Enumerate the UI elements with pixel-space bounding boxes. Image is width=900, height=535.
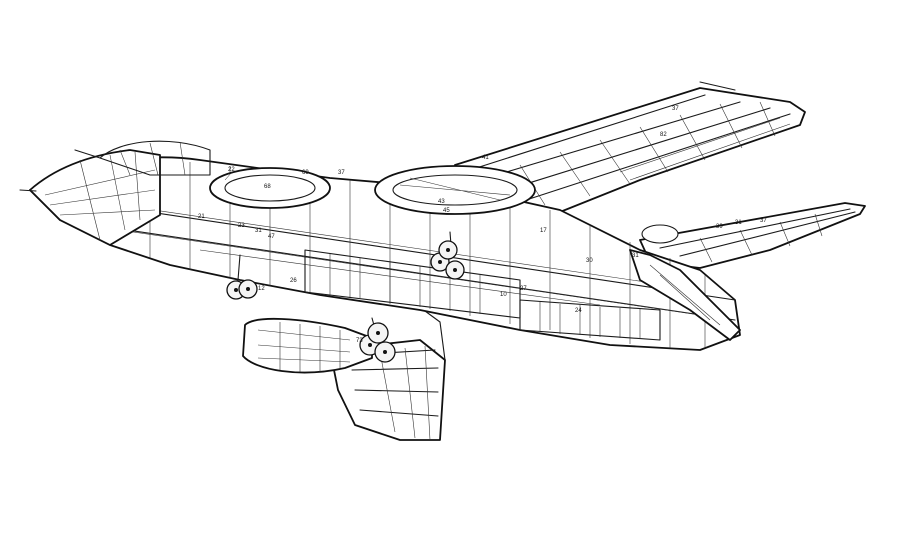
tailplane [639,202,866,269]
callout-label: 31 [632,253,639,259]
callout-label: 10 [500,292,507,298]
port-wing [329,299,446,441]
nose-section [19,140,211,246]
callout-label: 82 [660,132,667,138]
callout-label: 27 [520,286,527,292]
callout-label: 37 [338,170,345,176]
nose-landing-gear [226,254,258,300]
engine-intakes [209,165,536,215]
callout-label: 37 [672,106,679,112]
callout-label: 73 [356,338,363,344]
callout-label: 17 [540,228,547,234]
callout-labels: 22 68 69 37 41 37 82 39 31 37 30 31 27 2… [198,106,767,344]
callout-label: 69 [302,170,309,176]
callout-label: 41 [482,155,489,161]
callout-label: 30 [586,258,593,264]
callout-label: 47 [268,234,275,240]
callout-label: 26 [290,278,297,284]
callout-label: 22 [228,167,235,173]
callout-label: 24 [575,308,582,314]
fin [629,249,741,341]
callout-label: 37 [760,218,767,224]
callout-label: 12 [258,286,265,292]
callout-label: 31 [735,220,742,226]
port-main-gear [359,317,396,363]
callout-label: 21 [198,214,205,220]
callout-label: 45 [443,208,450,214]
callout-label: 31 [255,228,262,234]
starboard-main-gear [430,231,465,280]
callout-label: 43 [438,199,445,205]
callout-label: 68 [264,184,271,190]
callout-label: 39 [716,224,723,230]
callout-label: 23 [238,223,245,229]
weapons-pod [242,317,373,374]
